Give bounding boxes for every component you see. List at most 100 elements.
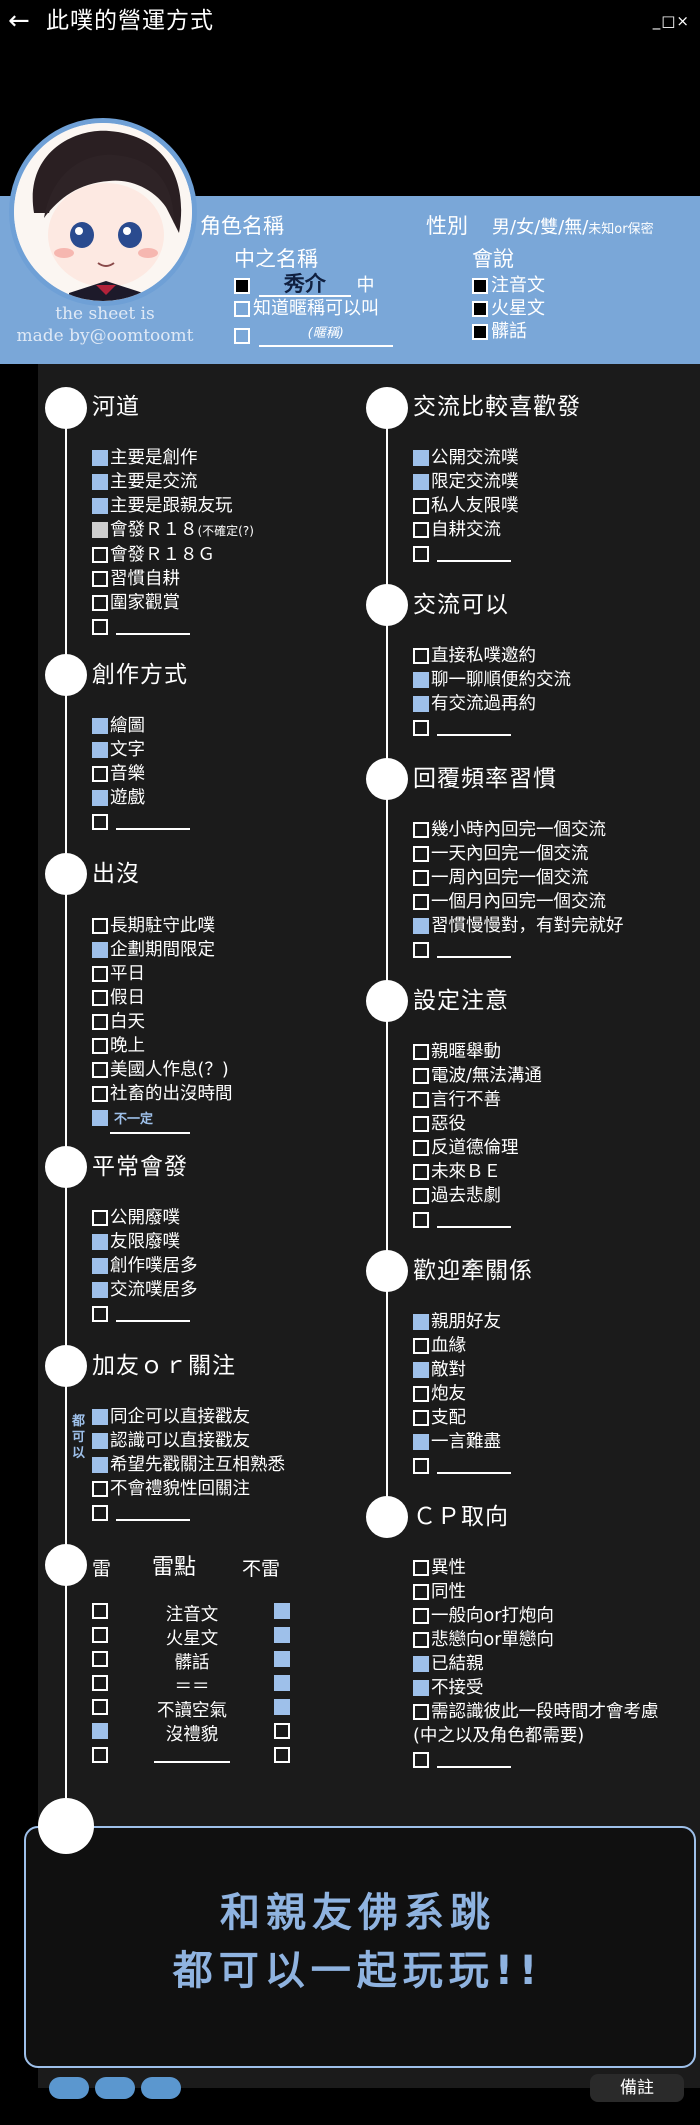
checkbox[interactable] (92, 498, 108, 514)
option-fill-value[interactable]: 不一定 (110, 1108, 190, 1134)
checkbox[interactable] (92, 571, 108, 587)
back-arrow-icon[interactable]: ← (8, 6, 30, 36)
checkbox[interactable] (92, 814, 108, 830)
checkbox[interactable] (274, 1723, 290, 1739)
checkbox[interactable] (413, 1584, 429, 1600)
page-pill[interactable] (49, 2077, 89, 2099)
page-pill[interactable] (141, 2077, 181, 2099)
checkbox[interactable] (92, 474, 108, 490)
checkbox[interactable] (92, 1603, 108, 1619)
checkbox[interactable] (92, 522, 108, 538)
checkbox[interactable] (413, 1458, 429, 1474)
checkbox[interactable] (413, 1434, 429, 1450)
checkbox[interactable] (92, 1651, 108, 1667)
page-pill[interactable] (95, 2077, 135, 2099)
checkbox[interactable] (92, 1038, 108, 1054)
checkbox[interactable] (413, 1188, 429, 1204)
checkbox[interactable] (413, 1560, 429, 1576)
checkbox[interactable] (413, 1212, 429, 1228)
blank-field[interactable] (437, 942, 511, 958)
checkbox[interactable] (413, 1656, 429, 1672)
checkbox[interactable] (92, 766, 108, 782)
checkbox[interactable] (92, 547, 108, 563)
checkbox[interactable] (274, 1627, 290, 1643)
checkbox[interactable] (92, 1433, 108, 1449)
checkbox[interactable] (92, 1505, 108, 1521)
window-controls-icon[interactable]: _□× (652, 12, 690, 30)
checkbox[interactable] (92, 1110, 108, 1126)
checkbox[interactable] (413, 546, 429, 562)
checkbox[interactable] (92, 1699, 108, 1715)
blank-field[interactable] (116, 619, 190, 635)
checkbox[interactable] (413, 672, 429, 688)
nickname-field[interactable]: (暱稱) (258, 323, 393, 347)
checkbox[interactable] (413, 870, 429, 886)
checkbox[interactable] (413, 1044, 429, 1060)
checkbox[interactable] (413, 822, 429, 838)
checkbox[interactable] (92, 742, 108, 758)
checkbox[interactable] (234, 301, 250, 317)
checkbox[interactable] (92, 1457, 108, 1473)
checkbox[interactable] (413, 1314, 429, 1330)
checkbox[interactable] (92, 595, 108, 611)
checkbox[interactable] (413, 918, 429, 934)
checkbox[interactable] (413, 1338, 429, 1354)
blank-field[interactable] (437, 1752, 511, 1768)
checkbox[interactable] (92, 1282, 108, 1298)
checkbox[interactable] (92, 1234, 108, 1250)
checkbox[interactable] (92, 966, 108, 982)
blank-field[interactable] (437, 546, 511, 562)
blank-field[interactable] (116, 1306, 190, 1322)
checkbox[interactable] (413, 1164, 429, 1180)
checkbox[interactable] (92, 1409, 108, 1425)
checkbox[interactable] (472, 278, 488, 294)
checkbox[interactable] (92, 990, 108, 1006)
checkbox[interactable] (92, 918, 108, 934)
checkbox[interactable] (472, 324, 488, 340)
checkbox[interactable] (413, 498, 429, 514)
checkbox[interactable] (92, 1481, 108, 1497)
checkbox[interactable] (274, 1699, 290, 1715)
checkbox[interactable] (413, 522, 429, 538)
blank-field[interactable] (437, 720, 511, 736)
checkbox[interactable] (413, 1704, 429, 1720)
checkbox[interactable] (92, 1210, 108, 1226)
checkbox[interactable] (92, 1723, 108, 1739)
checkbox[interactable] (92, 790, 108, 806)
checkbox[interactable] (92, 450, 108, 466)
checkbox[interactable] (413, 1608, 429, 1624)
checkbox[interactable] (92, 1062, 108, 1078)
checkbox[interactable] (92, 1747, 108, 1763)
notes-button[interactable]: 備註 (590, 2074, 684, 2102)
checkbox[interactable] (413, 450, 429, 466)
checkbox[interactable] (413, 648, 429, 664)
checkbox[interactable] (413, 1386, 429, 1402)
checkbox[interactable] (274, 1651, 290, 1667)
checkbox[interactable] (413, 1140, 429, 1156)
checkbox[interactable] (413, 1092, 429, 1108)
checkbox[interactable] (92, 718, 108, 734)
blank-field[interactable] (116, 1505, 190, 1521)
checkbox[interactable] (413, 1752, 429, 1768)
blank-field[interactable] (154, 1747, 230, 1763)
checkbox[interactable] (413, 1680, 429, 1696)
blank-field[interactable] (116, 814, 190, 830)
checkbox[interactable] (92, 1014, 108, 1030)
checkbox[interactable] (274, 1603, 290, 1619)
checkbox[interactable] (413, 942, 429, 958)
checkbox[interactable] (92, 1675, 108, 1691)
checkbox[interactable] (413, 846, 429, 862)
checkbox[interactable] (413, 1116, 429, 1132)
checkbox[interactable] (92, 942, 108, 958)
checkbox[interactable] (92, 619, 108, 635)
checkbox[interactable] (413, 1410, 429, 1426)
checkbox[interactable] (274, 1675, 290, 1691)
checkbox[interactable] (92, 1258, 108, 1274)
checkbox[interactable] (234, 328, 250, 344)
checkbox[interactable] (413, 696, 429, 712)
checkbox[interactable] (413, 1362, 429, 1378)
checkbox[interactable] (92, 1627, 108, 1643)
checkbox[interactable] (274, 1747, 290, 1763)
blank-field[interactable] (437, 1212, 511, 1228)
checkbox[interactable] (413, 894, 429, 910)
